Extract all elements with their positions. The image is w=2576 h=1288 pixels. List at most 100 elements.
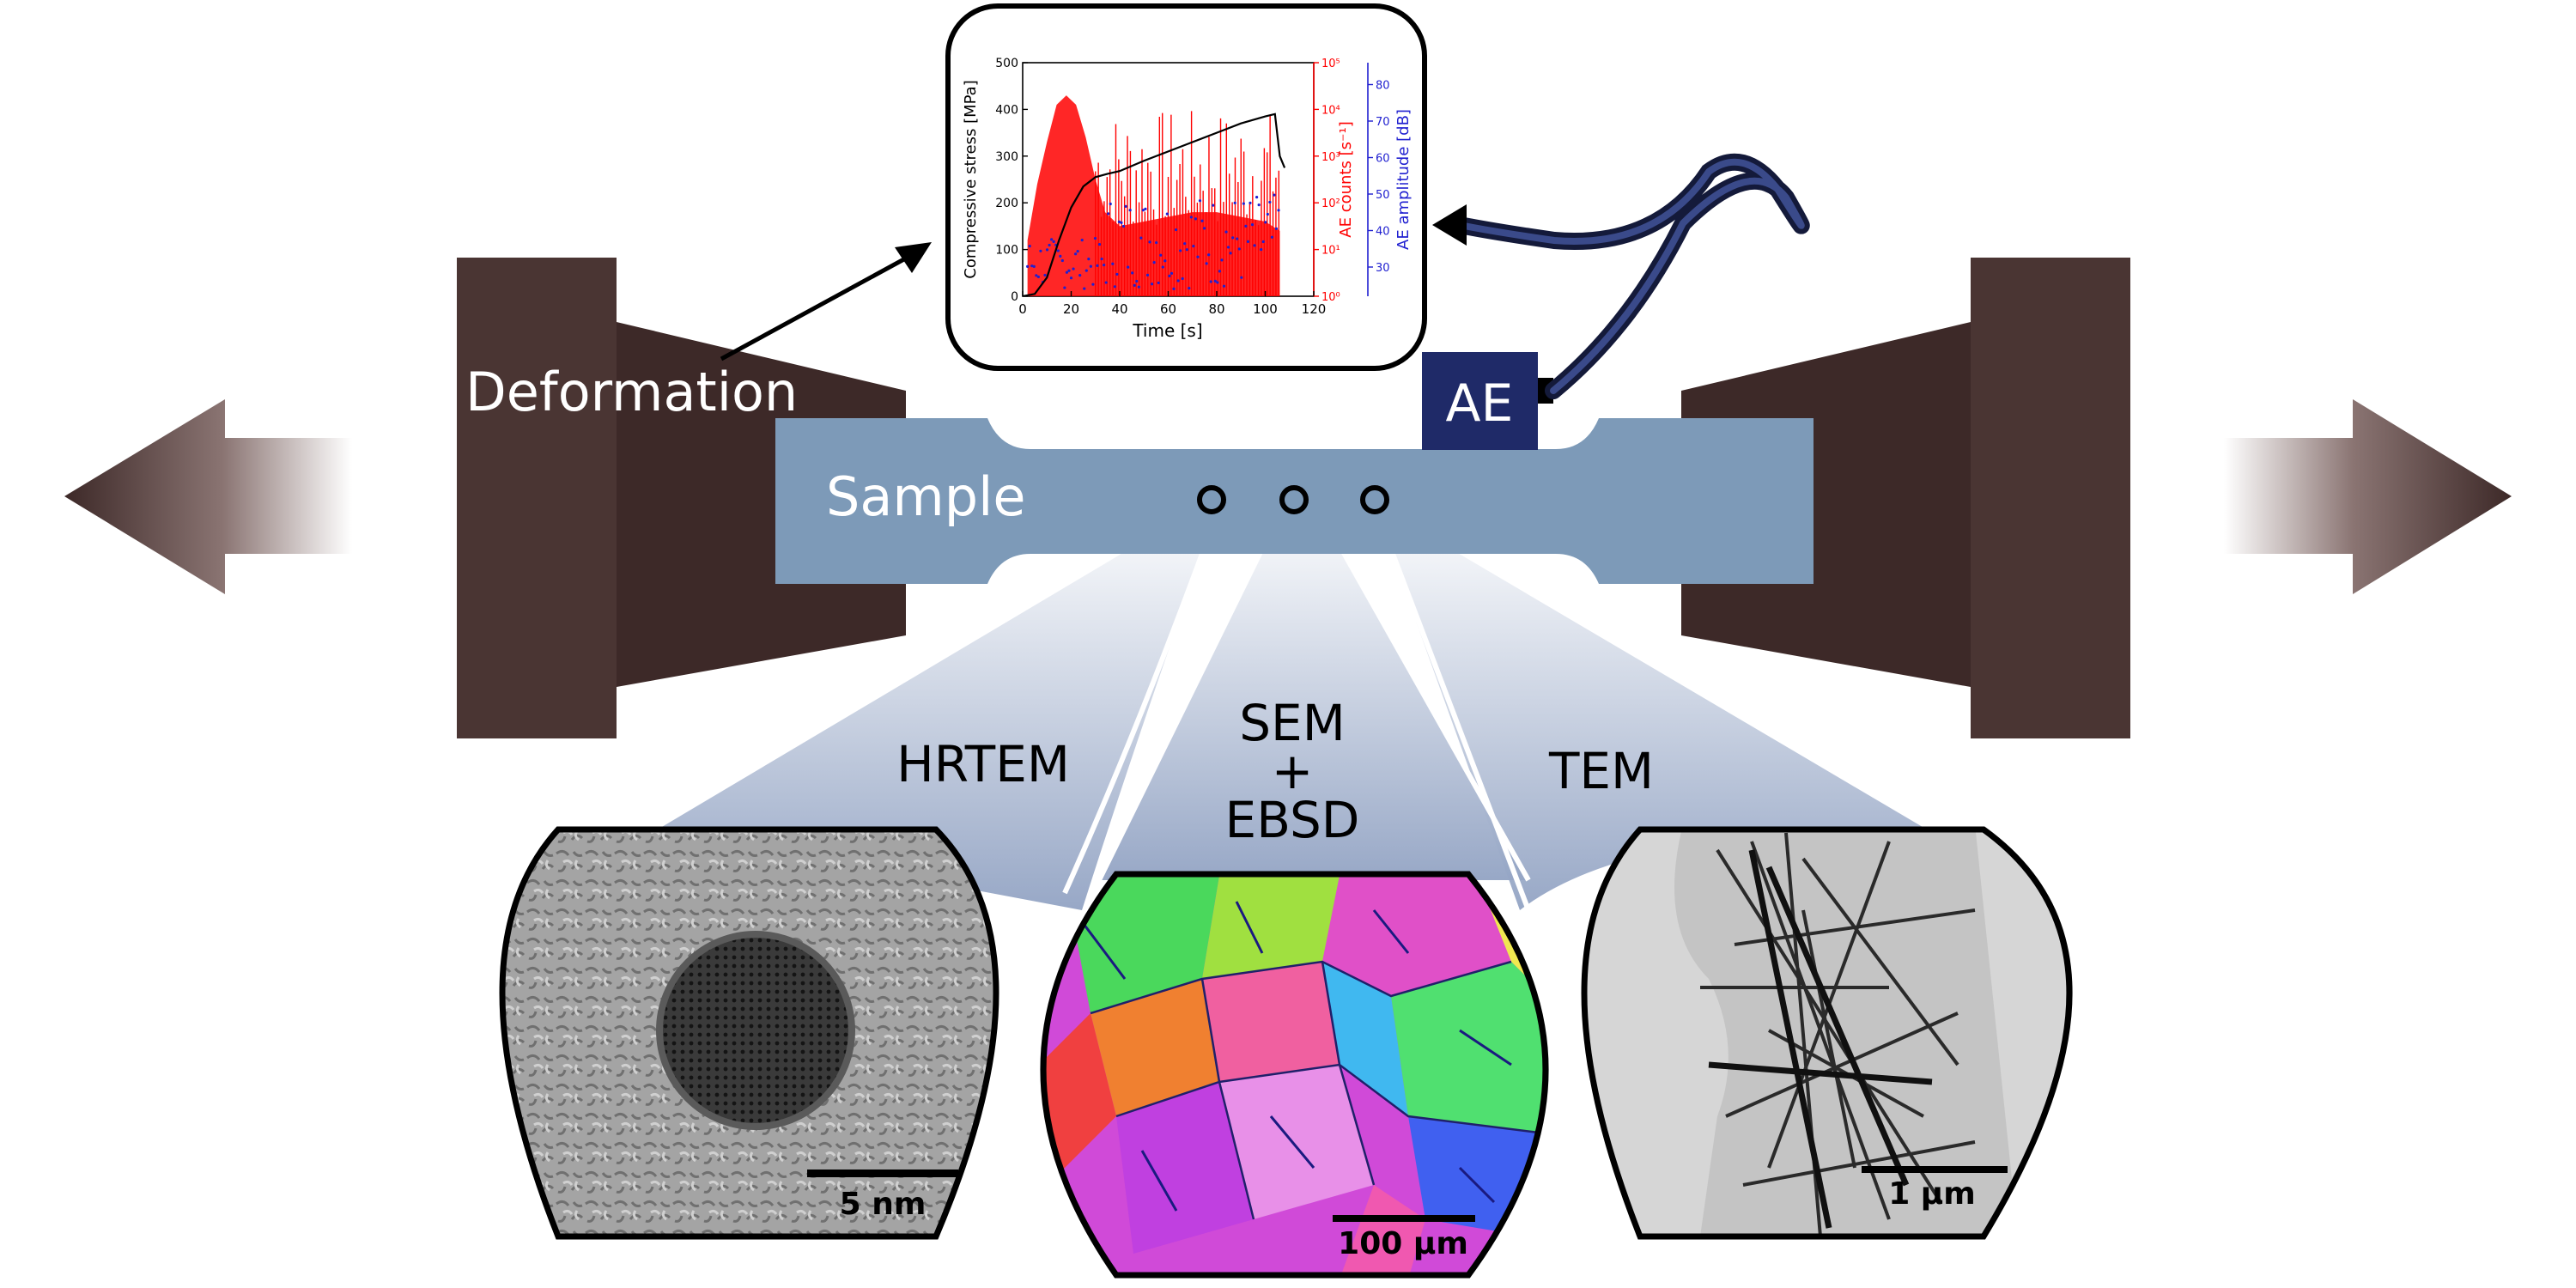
y-left-tick-label: 500: [995, 57, 1018, 70]
spot-hrtem: [1197, 485, 1226, 514]
y-left-tick-label: 100: [995, 244, 1018, 258]
ae-amplitude-hit: [1104, 281, 1108, 284]
ae-amplitude-hit: [1249, 201, 1252, 204]
ae-amplitude-hit: [1145, 273, 1150, 277]
chart-ylabel-right-red: AE counts [s⁻¹]: [1337, 121, 1355, 237]
tem-cone-edge: [1370, 498, 1531, 912]
x-tick-label: 0: [1018, 301, 1027, 317]
ae-amplitude-hit: [1093, 236, 1097, 240]
ae-amplitude-hit: [1274, 227, 1279, 230]
ae-amplitude-hit: [1069, 276, 1073, 280]
nanoparticle: [659, 934, 852, 1127]
ae-amplitude-hit: [1128, 209, 1132, 212]
ae-amplitude-hit: [1163, 259, 1167, 263]
ae-amplitude-hit: [1242, 202, 1245, 205]
ae-amplitude-hit: [1253, 244, 1256, 247]
ae-amplitude-hit: [1036, 275, 1040, 279]
ae-amplitude-hit: [1035, 274, 1038, 277]
ae-amplitude-hit: [1268, 200, 1272, 204]
ae-amplitude-hit: [1192, 245, 1195, 248]
ae-amplitude-hit: [1196, 255, 1200, 258]
ae-amplitude-hit: [1096, 264, 1099, 267]
ae-amplitude-hit: [1050, 238, 1054, 241]
ae-amplitude-hit: [1207, 253, 1211, 257]
ae-amplitude-hit: [1120, 221, 1123, 225]
chart-ylabel-right-blue: AE amplitude [dB]: [1394, 109, 1413, 250]
ae-amplitude-hit: [1072, 267, 1075, 270]
ae-amplitude-hit: [1270, 235, 1274, 239]
tem-zoom-cone: [1372, 500, 1932, 910]
tem-scale-text: 1 μm: [1888, 1176, 1976, 1212]
ae-amplitude-hit: [1080, 238, 1084, 242]
ae-amplitude-hit: [1176, 279, 1180, 283]
ae-sensor-box: [1422, 352, 1538, 450]
tem-micrograph: 1 μm: [1581, 826, 2073, 1240]
ae-amplitude-hit: [1161, 265, 1164, 269]
tem-cone-edge2: [1382, 504, 1934, 832]
ebsd-zoom-cone: [1099, 500, 1528, 880]
ae-amplitude-hit: [1255, 196, 1259, 199]
ae-amplitude-hit: [1260, 247, 1263, 252]
stress-curve: [1023, 112, 1286, 296]
y-left-tick-label: 200: [995, 197, 1018, 210]
ae-amplitude-hit: [1168, 274, 1171, 278]
ae-amplitude-hit: [1059, 254, 1062, 258]
hrtem-cone-edge: [651, 497, 1209, 832]
y-blue-tick-label: 30: [1376, 262, 1390, 275]
x-tick-label: 80: [1208, 301, 1224, 317]
ae-amplitude-hit: [1097, 242, 1102, 246]
ae-amplitude-hit: [1165, 212, 1169, 216]
ae-amplitude-hit: [1250, 222, 1255, 227]
x-tick-label: 120: [1302, 301, 1327, 317]
ae-amplitude-hit: [1127, 265, 1130, 269]
ae-amplitude-hit: [1103, 263, 1106, 267]
ae-amplitude-hit: [1216, 281, 1219, 284]
x-tick-label: 40: [1111, 301, 1127, 317]
hrtem-label: HRTEM: [896, 735, 1070, 793]
ae-amplitude-hit: [1073, 252, 1078, 256]
ae-amplitude-hit: [1113, 285, 1116, 289]
chart-xlabel: Time [s]: [1132, 320, 1202, 341]
y-red-tick-label: 10⁴: [1321, 104, 1340, 117]
ae-amplitude-hit: [1067, 269, 1071, 272]
hrtem-zoom-cone: [653, 500, 1219, 910]
ae-amplitude-hit: [1185, 248, 1188, 252]
y-red-tick-label: 10⁵: [1321, 58, 1340, 70]
ae-amplitude-hit: [1111, 262, 1115, 265]
right-grip-block: [1971, 258, 2130, 738]
ae-cable-highlight: [1456, 158, 1805, 394]
ae-amplitude-hit: [1078, 274, 1082, 277]
ae-amplitude-hit: [1065, 270, 1069, 274]
ae-amplitude-hit: [1189, 216, 1193, 219]
x-tick-label: 60: [1160, 301, 1176, 317]
ae-amplitude-hit: [1179, 249, 1182, 252]
ae-amplitude-hit: [1089, 264, 1092, 268]
y-left-tick-label: 300: [995, 150, 1018, 164]
ae-amplitude-hit: [1229, 252, 1232, 255]
ae-amplitude-hit: [1133, 283, 1136, 287]
y-red-tick-label: 10³: [1321, 151, 1340, 164]
ae-amplitude-hit: [1157, 281, 1160, 285]
ebsd-cone-edge: [1097, 498, 1289, 882]
right-grip-wedge: [1681, 322, 1971, 687]
y-blue-tick-label: 40: [1376, 226, 1390, 239]
ae-amplitude-hit: [1170, 271, 1174, 275]
ae-amplitude-hit: [1209, 280, 1212, 283]
ebsd-map: 100 μm: [1040, 871, 1549, 1279]
ae-amplitude-hit: [1200, 219, 1204, 222]
ae-amplitude-hit: [1131, 271, 1134, 275]
sem-label-line3: EBSD: [1225, 791, 1360, 849]
ae-amplitude-hit: [1218, 270, 1221, 273]
ae-amplitude-hit: [1264, 221, 1267, 224]
deformation-to-chart-arrow: [720, 253, 912, 361]
y-blue-tick-label: 80: [1376, 80, 1390, 93]
ae-amplitude-hit: [1155, 240, 1158, 245]
ae-amplitude-hit: [1172, 287, 1176, 291]
chart-marks: [1023, 95, 1286, 296]
ae-amplitude-hit: [1144, 207, 1147, 210]
ae-amplitude-hit: [1266, 212, 1269, 216]
ae-amplitude-hit: [1174, 228, 1178, 232]
x-tick-label: 100: [1253, 301, 1278, 317]
y-blue-tick-label: 50: [1376, 189, 1390, 202]
ae-amplitude-hit: [1198, 199, 1202, 203]
